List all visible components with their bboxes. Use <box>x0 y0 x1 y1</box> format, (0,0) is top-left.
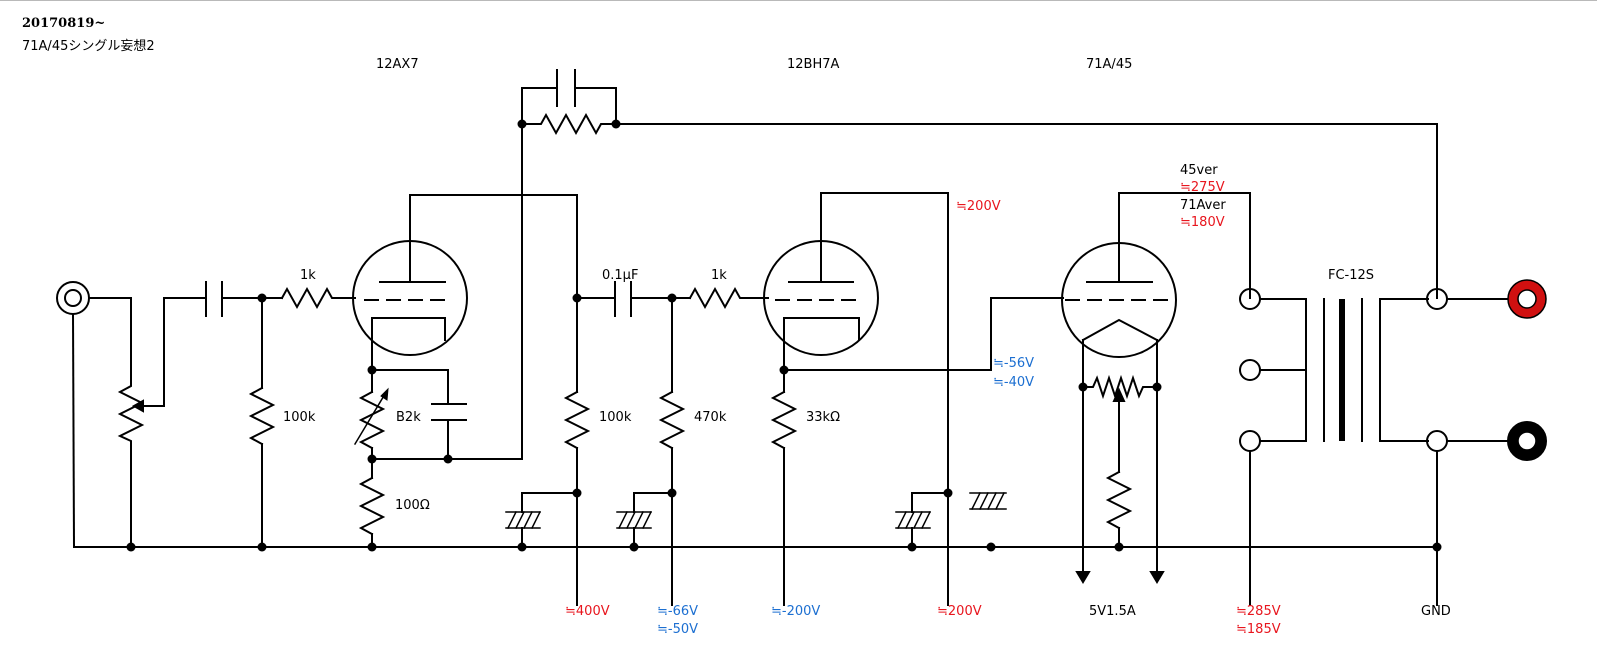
label-r-k1: 100Ω <box>395 498 430 513</box>
tube-label-v2: 12BH7A <box>787 57 840 72</box>
label-r-grid1: 1k <box>300 268 316 283</box>
ot-secondary-terminal-2 <box>1426 430 1448 452</box>
tube-label-v3: 71A/45 <box>1086 57 1133 72</box>
heater-arrow-right <box>1149 571 1165 584</box>
hum-balance-pot <box>1082 374 1158 548</box>
chassis-ground-4 <box>969 491 1007 511</box>
label-71a-plate-voltage: ≒180V <box>1180 215 1225 230</box>
supply-400v: ≒400V <box>565 604 610 619</box>
ot-primary-terminal-3 <box>1239 430 1261 452</box>
input-jack[interactable] <box>56 281 90 315</box>
label-r-load1: 100k <box>599 410 632 425</box>
tube-label-v1: 12AX7 <box>376 57 419 72</box>
chassis-ground-1 <box>505 510 542 530</box>
speaker-terminal-black[interactable] <box>1507 421 1547 461</box>
header-title: 71A/45シングル妄想2 <box>22 39 155 54</box>
label-r-grid2: 1k <box>711 268 727 283</box>
output-transformer <box>1239 288 1509 606</box>
label-grid-bias-40: ≒-40V <box>993 375 1035 390</box>
resistor-100k-input <box>248 297 276 548</box>
volume-pot <box>117 297 165 548</box>
supply-heater: 5V1.5A <box>1089 604 1136 619</box>
tube-12bh7a <box>763 192 879 356</box>
label-45ver: 45ver <box>1180 163 1218 178</box>
feedback-network <box>521 69 1438 299</box>
supply-neg200v: ≒-200V <box>771 604 821 619</box>
bypass-capacitor-1 <box>431 403 467 460</box>
speaker-terminal-red[interactable] <box>1507 279 1547 319</box>
supply-gnd: GND <box>1421 604 1451 619</box>
junction-dots <box>126 119 1442 552</box>
supply-neg50v: ≒-50V <box>657 622 699 637</box>
supply-200v: ≒200V <box>937 604 982 619</box>
header-date: 20170819~ <box>22 16 106 31</box>
chassis-ground-2 <box>616 510 653 530</box>
resistor-33k <box>770 390 798 606</box>
resistor-1k-grid1 <box>280 286 356 310</box>
ot-primary-terminal-2 <box>1239 359 1261 381</box>
supply-185v: ≒185V <box>1236 622 1281 637</box>
tube-12ax7 <box>352 194 468 356</box>
label-r-k2: 33kΩ <box>806 410 841 425</box>
label-r-in: 100k <box>283 410 316 425</box>
label-c-couple: 0.1μF <box>602 268 639 283</box>
resistor-100ohm-cathode <box>358 476 386 548</box>
label-r-grid-leak: 470k <box>694 410 727 425</box>
label-transformer: FC-12S <box>1328 268 1375 283</box>
heater-arrow-left <box>1075 571 1091 584</box>
resistor-100k-load1 <box>521 390 591 606</box>
supply-285v: ≒285V <box>1236 604 1281 619</box>
input-capacitor <box>163 281 283 317</box>
tube-71a-45 <box>1061 192 1177 358</box>
label-grid-bias-56: ≒-56V <box>993 356 1035 371</box>
chassis-ground-3 <box>895 510 932 530</box>
top-border <box>0 0 1597 1</box>
coupling-capacitor <box>576 281 691 317</box>
label-71aver: 71Aver <box>1180 198 1226 213</box>
label-v2-plate-voltage: ≒200V <box>956 199 1001 214</box>
label-45-plate-voltage: ≒275V <box>1180 180 1225 195</box>
resistor-1k-grid2 <box>688 286 769 310</box>
resistor-470k <box>633 297 686 606</box>
supply-neg66v: ≒-66V <box>657 604 699 619</box>
label-vr-bias: B2k <box>396 410 421 425</box>
